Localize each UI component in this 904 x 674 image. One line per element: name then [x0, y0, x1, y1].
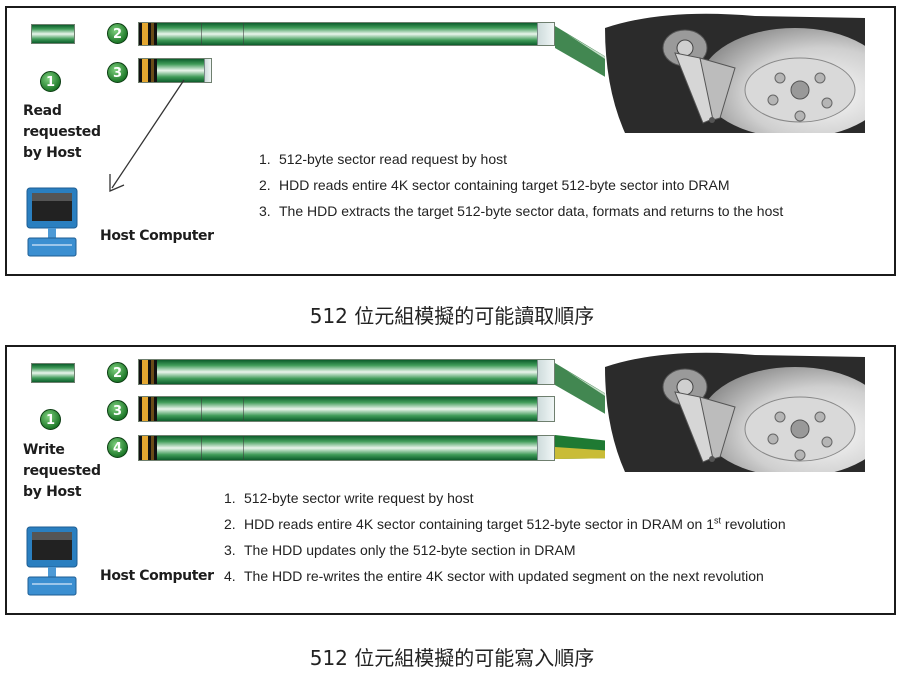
- arrow-icon: [109, 79, 185, 192]
- host-sector-block: [31, 363, 75, 383]
- read-sequence-panel: 2 3 1 Read requested by Host Host Comput…: [5, 6, 896, 276]
- 4k-sector-bar: [138, 396, 555, 422]
- host-sector-block: [31, 24, 75, 44]
- 4k-sector-bar: [138, 359, 555, 385]
- step-badge-1: 1: [40, 71, 61, 92]
- step-item: 2.HDD reads entire 4K sector containing …: [259, 177, 730, 193]
- write-requested-label: Write requested by Host: [23, 442, 101, 500]
- read-steps-list: 1.512-byte sector read request by host 2…: [259, 146, 783, 224]
- step-badge-3: 3: [107, 400, 128, 421]
- hard-drive-image: [605, 8, 865, 133]
- step-badge-2: 2: [107, 362, 128, 383]
- 4k-sector-bar: [138, 22, 555, 46]
- write-sequence-panel: 2 3 4 1 Write requested by Host Host Com…: [5, 345, 896, 615]
- step-badge-3: 3: [107, 62, 128, 83]
- step-item: 1.512-byte sector write request by host: [224, 490, 474, 506]
- read-requested-label: Read requested by Host: [23, 103, 101, 161]
- computer-icon: [26, 187, 78, 257]
- step-item: 1.512-byte sector read request by host: [259, 151, 508, 167]
- write-caption: 512 位元組模擬的可能寫入順序: [309, 646, 595, 670]
- 4k-sector-bar: [138, 435, 555, 461]
- 512-byte-sector-bar: [138, 58, 212, 83]
- write-steps-list: 1.512-byte sector write request by host …: [224, 485, 786, 589]
- computer-icon: [26, 526, 78, 596]
- read-caption: 512 位元組模擬的可能讀取順序: [309, 304, 595, 328]
- step-badge-2: 2: [107, 23, 128, 44]
- step-badge-4: 4: [107, 437, 128, 458]
- host-computer-label: Host Computer: [100, 568, 214, 584]
- step-item: 3.The HDD updates only the 512-byte sect…: [224, 542, 576, 558]
- step-item: 4.The HDD re-writes the entire 4K sector…: [224, 568, 764, 584]
- hard-drive-image: [605, 347, 865, 472]
- host-computer-label: Host Computer: [100, 228, 214, 244]
- step-badge-1: 1: [40, 409, 61, 430]
- step-item: 3.The HDD extracts the target 512-byte s…: [259, 203, 784, 219]
- step-item: 2.HDD reads entire 4K sector containing …: [224, 515, 786, 532]
